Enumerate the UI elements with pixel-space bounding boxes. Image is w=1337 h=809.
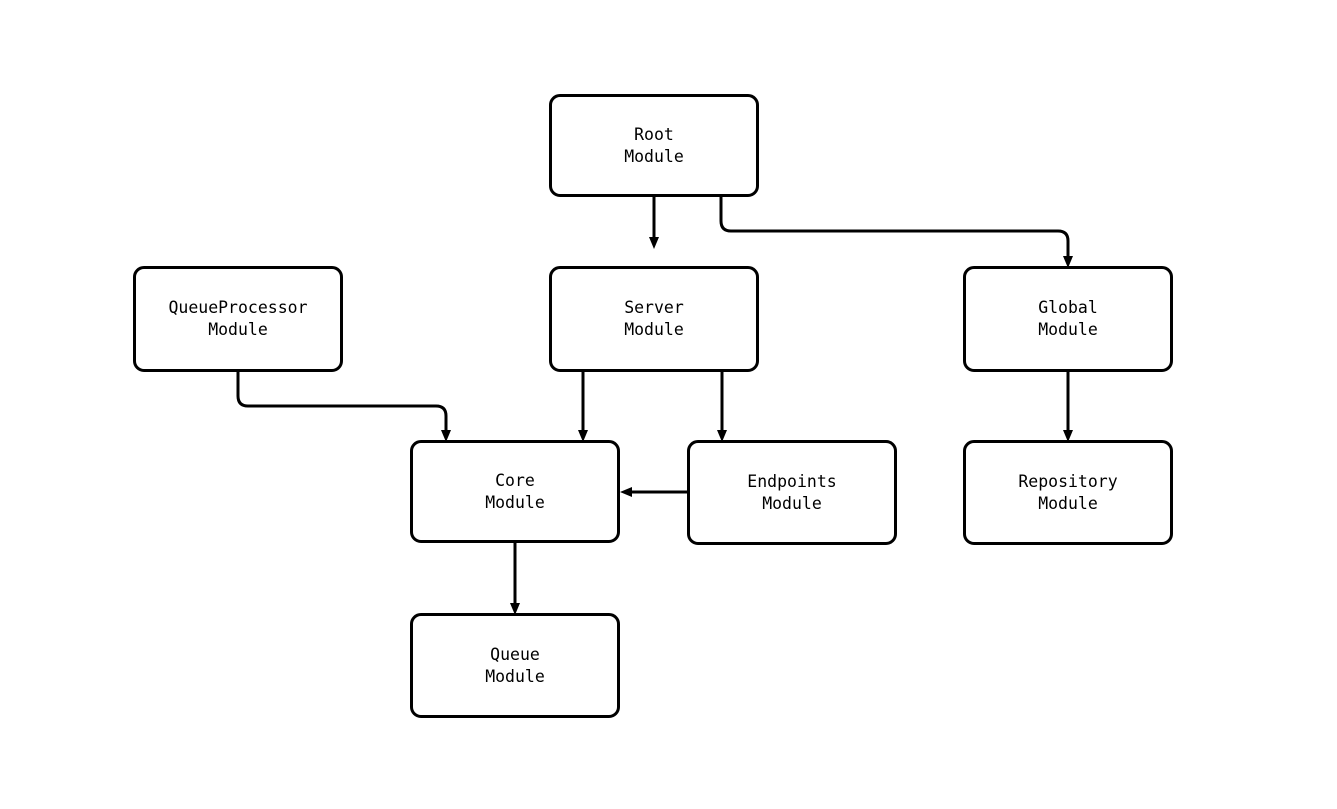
node-queue-module-line2: Module bbox=[485, 666, 545, 686]
node-endpoints-module-line2: Module bbox=[762, 493, 822, 513]
node-core-module-line2: Module bbox=[485, 492, 545, 512]
node-root-module-line2: Module bbox=[624, 146, 684, 166]
node-queueprocessor-module-line1: QueueProcessor bbox=[168, 298, 308, 317]
node-queueprocessor-module[interactable]: QueueProcessor Module bbox=[133, 266, 343, 372]
node-server-module[interactable]: Server Module bbox=[549, 266, 759, 372]
node-root-module[interactable]: Root Module bbox=[549, 94, 759, 197]
node-repository-module-line2: Module bbox=[1038, 493, 1098, 513]
node-core-module[interactable]: Core Module bbox=[410, 440, 620, 543]
node-queueprocessor-module-line2: Module bbox=[208, 320, 268, 339]
node-root-module-line1: Root bbox=[634, 124, 674, 144]
node-server-module-line2: Module bbox=[624, 320, 684, 339]
node-endpoints-module-line1: Endpoints bbox=[747, 471, 837, 491]
edge-root-to-global bbox=[719, 197, 1073, 268]
edge-queueprocessor-to-core bbox=[236, 372, 451, 442]
node-core-module-line1: Core bbox=[495, 470, 535, 490]
node-endpoints-module[interactable]: Endpoints Module bbox=[687, 440, 897, 545]
node-global-module-line2: Module bbox=[1038, 320, 1098, 339]
node-repository-module[interactable]: Repository Module bbox=[963, 440, 1173, 545]
node-server-module-line1: Server bbox=[624, 298, 684, 317]
node-queue-module-line1: Queue bbox=[490, 644, 540, 664]
node-global-module-line1: Global bbox=[1038, 298, 1098, 317]
node-repository-module-line1: Repository bbox=[1018, 471, 1118, 491]
node-queue-module[interactable]: Queue Module bbox=[410, 613, 620, 718]
node-global-module[interactable]: Global Module bbox=[963, 266, 1173, 372]
